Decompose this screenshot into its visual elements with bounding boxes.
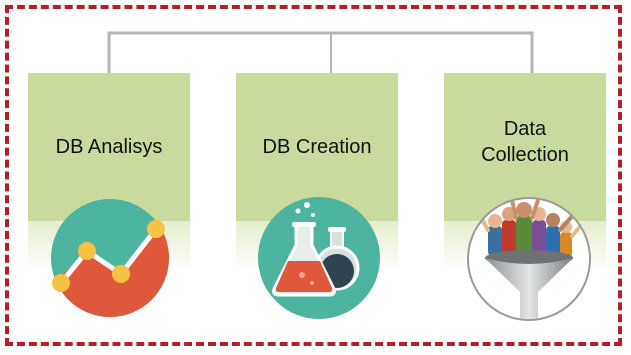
- box-label-db-creation: DB Creation: [262, 136, 372, 158]
- lab-flask-icon: [258, 197, 380, 319]
- box-label-data-collection: Data Collection: [481, 118, 569, 166]
- box-db-creation: [236, 73, 398, 221]
- analytics-chart-icon: [51, 199, 169, 317]
- people-funnel-icon: [467, 197, 591, 321]
- box-db-analysis: [28, 73, 190, 221]
- diagram-frame: [5, 5, 622, 346]
- box-data-collection: [444, 73, 606, 221]
- box-label-db-analysis: DB Analisys: [55, 136, 163, 158]
